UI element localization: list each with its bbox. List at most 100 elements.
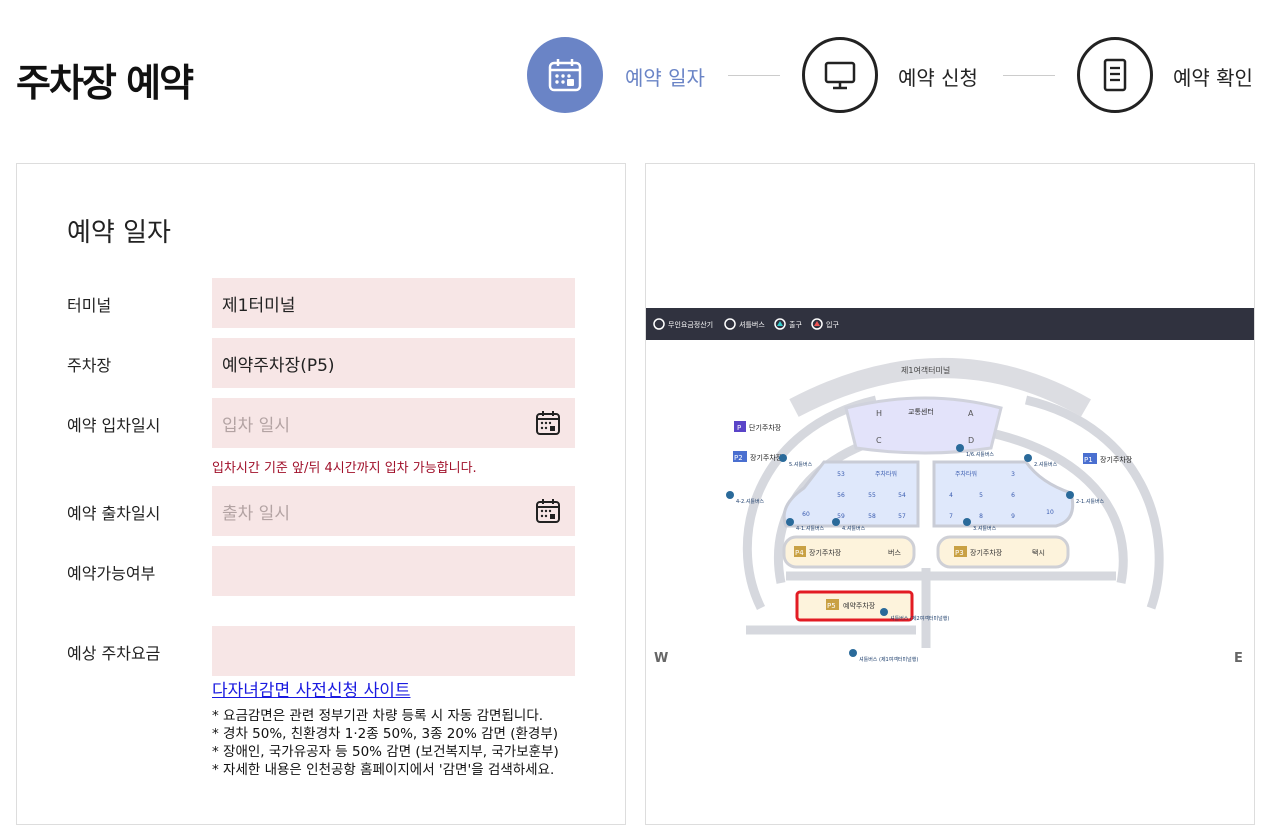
shuttle-bus-icon — [724, 318, 736, 330]
shuttle-stop-label: 2.셔틀버스 — [1034, 461, 1058, 468]
zone-label: 6 — [1011, 492, 1015, 499]
east-label: E — [1234, 651, 1243, 666]
exit-datetime-input[interactable]: 출차 일시 — [212, 486, 575, 536]
zone-label: 58 — [868, 513, 876, 520]
p3-badge: P3 — [955, 549, 964, 557]
parking-value: 예약주차장(P5) — [222, 355, 335, 376]
zone-label: 3 — [1011, 471, 1015, 478]
legend-kiosk: 무인요금정산기 — [668, 320, 713, 329]
shuttle-stop-icon — [779, 454, 787, 462]
monitor-icon — [824, 61, 856, 90]
gate-label: C — [876, 436, 882, 445]
p2-label: 장기주차장 — [750, 453, 783, 462]
discount-application-link[interactable]: 다자녀감면 사전신청 사이트 — [212, 681, 411, 701]
shuttle-stop-icon — [1066, 491, 1074, 499]
map-panel: 무인요금정산기 셔틀버스 출구 입구 제1여객터미널 교통센터 H A C D … — [645, 163, 1255, 825]
shuttle-stop-label: 셔틀버스 (제1여객터미널행) — [859, 656, 918, 663]
exit-icon — [774, 318, 786, 330]
concourse — [844, 396, 1003, 455]
gate-label: D — [968, 436, 974, 445]
zone-label: 59 — [837, 513, 845, 520]
discount-notes: * 요금감면은 관련 정부기관 차량 등록 시 자동 감면됩니다. * 경차 5… — [212, 707, 559, 779]
short-term-badge: P — [737, 424, 741, 432]
availability-field — [212, 546, 575, 596]
payment-kiosk-icon — [653, 318, 665, 330]
note-line: * 요금감면은 관련 정부기관 차량 등록 시 자동 감면됩니다. — [212, 708, 544, 724]
p3-label: 장기주차장 — [970, 548, 1003, 557]
terminal-value: 제1터미널 — [222, 295, 296, 316]
step-2-circle — [802, 37, 878, 113]
exit-datetime-label: 예약 출차일시 — [67, 504, 161, 523]
exit-datetime-placeholder: 출차 일시 — [222, 503, 290, 524]
map-legend-bar — [646, 308, 1254, 340]
entry-datetime-input[interactable]: 입차 일시 — [212, 398, 575, 448]
zone-label: 56 — [837, 492, 845, 499]
p4-badge: P4 — [795, 549, 804, 557]
p1-label: 장기주차장 — [1100, 455, 1133, 464]
shuttle-stop-label: 5.셔틀버스 — [789, 461, 813, 468]
terminal-label: 제1여객터미널 — [901, 365, 950, 375]
step-divider — [1003, 75, 1055, 76]
zone-label: 54 — [898, 492, 906, 499]
parking-map: 무인요금정산기 셔틀버스 출구 입구 제1여객터미널 교통센터 H A C D … — [646, 308, 1254, 666]
p4-lot — [782, 535, 916, 569]
calendar-icon — [548, 59, 582, 92]
shuttle-stop-label: 1/6.셔틀버스 — [966, 451, 994, 458]
p4-label: 장기주차장 — [809, 548, 842, 557]
shuttle-stop-icon — [726, 491, 734, 499]
zone-label: 55 — [868, 492, 876, 499]
document-icon — [1103, 58, 1127, 92]
entry-time-hint: 입차시간 기준 앞/뒤 4시간까지 입차 가능합니다. — [212, 461, 477, 476]
gate-label: H — [876, 409, 882, 418]
zone-label: 주차타워 — [875, 470, 897, 478]
note-line: * 경차 50%, 친환경차 1·2종 50%, 3종 20% 감면 (환경부) — [212, 726, 559, 742]
step-3-circle — [1077, 37, 1153, 113]
section-title: 예약 일자 — [67, 218, 171, 248]
shuttle-stop-label: 2-1.셔틀버스 — [1076, 498, 1105, 505]
p1-badge: P1 — [1084, 456, 1093, 464]
west-label: W — [654, 651, 668, 666]
terminal-field[interactable]: 제1터미널 — [212, 278, 575, 328]
note-line: * 자세한 내용은 인천공항 홈페이지에서 '감면'을 검색하세요. — [212, 762, 555, 778]
terminal-label: 터미널 — [67, 296, 112, 315]
note-line: * 장애인, 국가유공자 등 50% 감면 (보건복지부, 국가보훈부) — [212, 744, 559, 760]
p2-badge: P2 — [734, 454, 743, 462]
gate-label: A — [968, 409, 974, 418]
calendar-icon[interactable] — [535, 410, 561, 436]
short-term-label: 단기주차장 — [749, 423, 782, 432]
shuttle-stop-label: 4-2.셔틀버스 — [736, 498, 765, 505]
shuttle-stop-icon — [849, 649, 857, 657]
taxi-area-label: 택시 — [1032, 548, 1045, 557]
shuttle-stop-icon — [956, 444, 964, 452]
fee-label: 예상 주차요금 — [67, 644, 161, 663]
shuttle-stop-label: 3.셔틀버스 — [973, 525, 997, 532]
p5-badge: P5 — [827, 602, 836, 610]
calendar-icon[interactable] — [535, 498, 561, 524]
parking-field[interactable]: 예약주차장(P5) — [212, 338, 575, 388]
p3-lot — [936, 535, 1070, 569]
step-3-label: 예약 확인 — [1173, 66, 1253, 90]
legend-entrance: 입구 — [826, 321, 839, 329]
step-1-label: 예약 일자 — [625, 66, 705, 90]
zone-label: 60 — [802, 511, 810, 518]
shuttle-stop-icon — [832, 518, 840, 526]
zone-label: 10 — [1046, 509, 1054, 516]
zone-label: 5 — [979, 492, 983, 499]
zone-label: 8 — [979, 513, 983, 520]
zone-label: 53 — [837, 471, 845, 478]
terminal-building — [789, 358, 1091, 417]
legend-exit: 출구 — [789, 320, 802, 329]
zone-label: 7 — [949, 513, 953, 520]
zone-label: 4 — [949, 492, 953, 499]
entry-datetime-placeholder: 입차 일시 — [222, 415, 290, 436]
shuttle-stop-label: 4-1.셔틀버스 — [796, 525, 825, 532]
step-2-label: 예약 신청 — [898, 66, 978, 90]
step-1-circle — [527, 37, 603, 113]
reservation-form-panel: 예약 일자 터미널 제1터미널 주차장 예약주차장(P5) 예약 입차일시 입차… — [16, 163, 626, 825]
zone-label: 9 — [1011, 513, 1015, 520]
transport-center-label: 교통센터 — [908, 407, 934, 416]
shuttle-stop-icon — [1024, 454, 1032, 462]
fee-field — [212, 626, 575, 676]
legend-shuttle: 셔틀버스 — [739, 320, 765, 329]
zone-label: 주차타워 — [955, 470, 977, 478]
